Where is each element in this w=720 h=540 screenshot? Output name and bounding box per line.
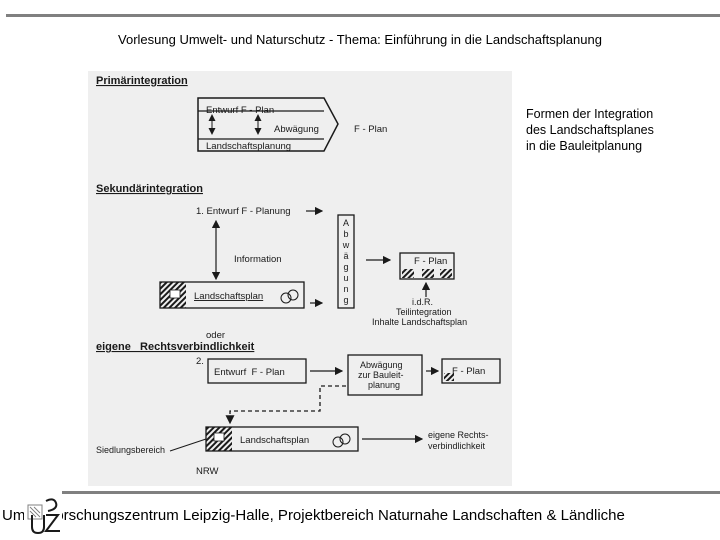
region-label: NRW: [196, 466, 219, 477]
weighing-letter: b: [343, 229, 348, 239]
secondary-heading: Sekundärintegration: [96, 183, 203, 195]
note-idr: i.d.R.: [412, 297, 433, 307]
fplan-hatch-1: [402, 269, 414, 278]
own-weighing-3: planung: [368, 380, 400, 390]
primary-landscape: Landschaftsplanung: [206, 141, 291, 152]
secondary-fplan-box: [399, 252, 455, 280]
own-binding-1: eigene Rechts-: [428, 430, 489, 440]
secondary-fplan-label: F - Plan: [414, 256, 447, 267]
fplan-hatch-2: [422, 269, 434, 278]
footer-text: Um Forschungszentrum Leipzig-Halle, Proj…: [2, 507, 625, 524]
own-draft-box: [207, 358, 307, 384]
weighing-box: [337, 214, 355, 309]
own-weighing-1: Abwägung: [360, 360, 403, 370]
weighing-letters: A b w ä g u n g: [342, 218, 350, 305]
diagram-scan: Primärintegration Entwurf F - Plan Abwäg…: [88, 71, 512, 486]
information-label: Information: [234, 254, 282, 265]
weighing-letter: g: [343, 262, 348, 272]
own-landscape-label: Landschaftsplan: [240, 435, 309, 446]
secondary-draft: 1. Entwurf F - Planung: [196, 206, 291, 217]
own-draft-label: Entwurf F - Plan: [214, 367, 285, 378]
primary-weighing: Abwägung: [274, 124, 319, 135]
weighing-letter: ä: [343, 251, 348, 261]
caption-line: in die Bauleitplanung: [526, 139, 643, 153]
weighing-letter: u: [343, 273, 348, 283]
ufz-logo: [24, 495, 62, 535]
own-weighing-2: zur Bauleit-: [358, 370, 404, 380]
house-icon: [213, 432, 225, 442]
weighing-letter: A: [343, 218, 349, 228]
settlement-line: [169, 438, 207, 452]
weighing-letter: g: [343, 295, 348, 305]
page-title: Vorlesung Umwelt- und Naturschutz - Them…: [118, 32, 602, 47]
tree-icon: [280, 289, 299, 304]
primary-heading: Primärintegration: [96, 75, 188, 87]
own-heading: eigene Rechtsverbindlichkeit: [96, 341, 255, 353]
fplan-hatch-3: [440, 269, 452, 278]
house-icon: [169, 289, 181, 299]
note-contents: Inhalte Landschaftsplan: [372, 317, 467, 327]
own-fplan-label: F - Plan: [452, 366, 485, 377]
header-rule: [6, 14, 720, 17]
own-fplan-box: [441, 358, 501, 384]
primary-draft: Entwurf F - Plan: [206, 105, 274, 116]
note-partial: Teilintegration: [396, 307, 452, 317]
weighing-letter: n: [343, 284, 348, 294]
own-binding-2: verbindlichkeit: [428, 441, 486, 451]
footer-rule: [62, 491, 720, 494]
secondary-landscape-label: Landschaftsplan: [194, 291, 263, 302]
own-step: 2.: [196, 356, 204, 367]
diagram-caption: Formen der Integration des Landschaftspl…: [526, 106, 716, 154]
caption-line: des Landschaftsplanes: [526, 123, 654, 137]
or-label: oder: [206, 330, 225, 341]
own-weighing-box: [347, 354, 423, 396]
caption-line: Formen der Integration: [526, 107, 654, 121]
weighing-letter: w: [342, 240, 350, 250]
tree-icon: [332, 433, 351, 448]
dashed-connector: [225, 385, 346, 425]
settlement-label: Siedlungsbereich: [96, 445, 165, 455]
primary-result: F - Plan: [354, 124, 387, 135]
primary-chevron: [197, 97, 339, 152]
own-fplan-hatch: [444, 373, 454, 381]
